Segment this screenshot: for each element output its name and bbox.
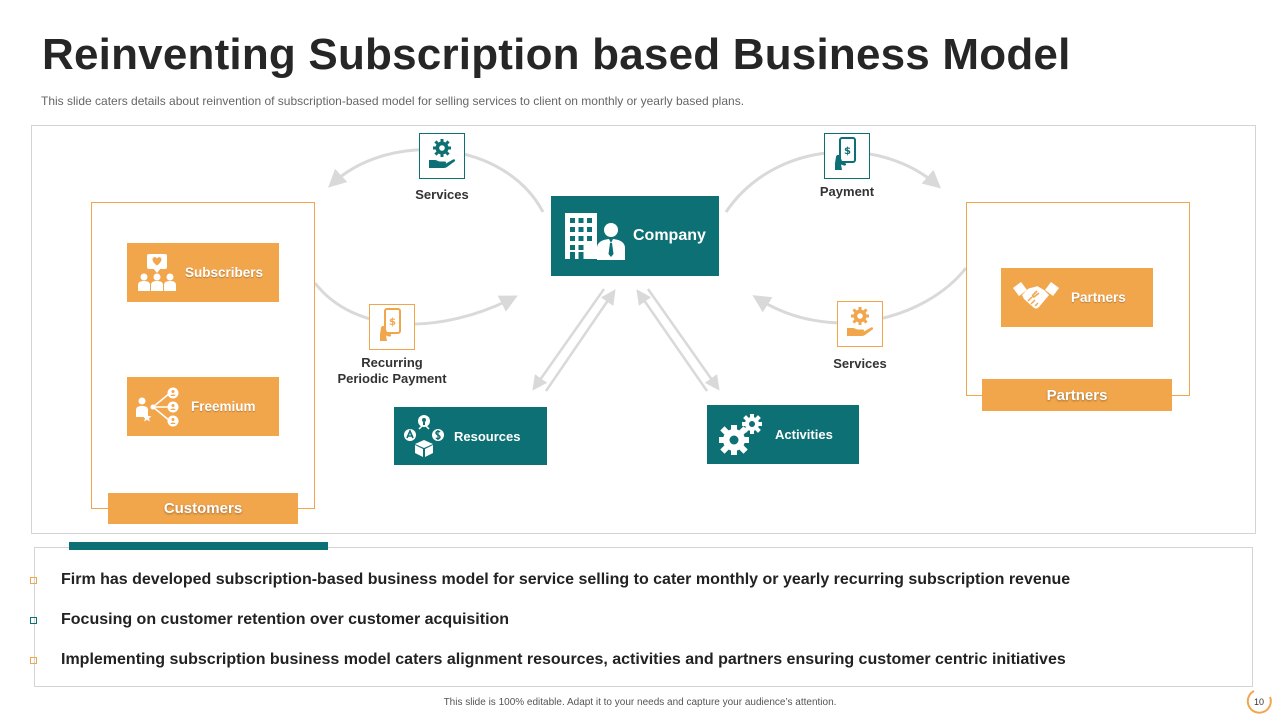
customers-tag: Customers (108, 493, 298, 524)
bullet-item: Implementing subscription business model… (30, 651, 1066, 669)
bullet-square-icon (30, 656, 37, 664)
services-bottom-label: Services (833, 356, 887, 371)
phone-dollar-icon: $ (376, 307, 408, 347)
bullet-item: Focusing on customer retention over cust… (30, 611, 509, 629)
recurring-label-line2: Periodic Payment (337, 371, 447, 386)
freemium-node[interactable]: Freemium (127, 377, 279, 436)
recurring-label-line1: Recurring (361, 355, 423, 370)
payment-icon-box: $ (824, 133, 870, 179)
arrow-company-to-activities (646, 288, 720, 391)
subscribers-heart-icon (131, 253, 183, 293)
handshake-icon (1005, 278, 1067, 318)
bullet-square-icon (30, 576, 37, 584)
arrow-activities-to-company (636, 289, 709, 392)
network-share-icon (129, 385, 185, 429)
svg-text:$: $ (389, 317, 396, 328)
phone-dollar-icon: $ (831, 136, 863, 176)
resources-label: Resources (454, 428, 521, 444)
resources-node[interactable]: Resources (394, 407, 547, 465)
diagram-frame (31, 125, 1256, 534)
services-top-label: Services (415, 187, 469, 202)
slide-subtitle: This slide caters details about reinvent… (41, 94, 745, 108)
building-person-icon (557, 210, 629, 262)
activities-label: Activities (775, 427, 833, 442)
freemium-label: Freemium (191, 399, 256, 414)
slide-title: Reinventing Subscription based Business … (42, 30, 1071, 79)
recurring-payment-label: Recurring Periodic Payment (322, 355, 462, 387)
activities-node[interactable]: Activities (707, 405, 859, 464)
bullet-text: Focusing on customer retention over cust… (61, 611, 510, 628)
partners-node[interactable]: Partners (1001, 268, 1153, 327)
gears-icon (711, 412, 769, 458)
footer-note: This slide is 100% editable. Adapt it to… (443, 697, 837, 708)
bullets-accent-bar (69, 542, 328, 550)
arrow-company-to-resources (532, 288, 606, 391)
bullet-square-icon (30, 616, 37, 624)
company-node[interactable]: Company (551, 196, 719, 276)
services-bottom-icon-box (837, 301, 883, 347)
partners-node-label: Partners (1071, 290, 1126, 305)
recurring-icon-box: $ (369, 304, 415, 350)
hand-gear-icon (844, 306, 876, 343)
partners-tag: Partners (982, 379, 1172, 411)
page-number: 10 (1253, 697, 1264, 707)
payment-label: Payment (819, 184, 875, 199)
services-top-icon-box (419, 133, 465, 179)
resources-icon (398, 414, 450, 458)
hand-gear-icon (426, 138, 458, 175)
company-label: Company (633, 227, 706, 244)
bullet-item: Firm has developed subscription-based bu… (30, 571, 1070, 589)
arrow-resources-to-company (544, 289, 616, 392)
bullet-text: Firm has developed subscription-based bu… (61, 571, 1071, 588)
page-number-ring-icon (1246, 690, 1272, 714)
subscribers-label: Subscribers (185, 265, 264, 280)
svg-text:$: $ (844, 146, 851, 157)
subscribers-node[interactable]: Subscribers (127, 243, 279, 302)
page-number-badge: 10 (1244, 688, 1274, 716)
bullet-text: Implementing subscription business model… (61, 651, 1066, 668)
